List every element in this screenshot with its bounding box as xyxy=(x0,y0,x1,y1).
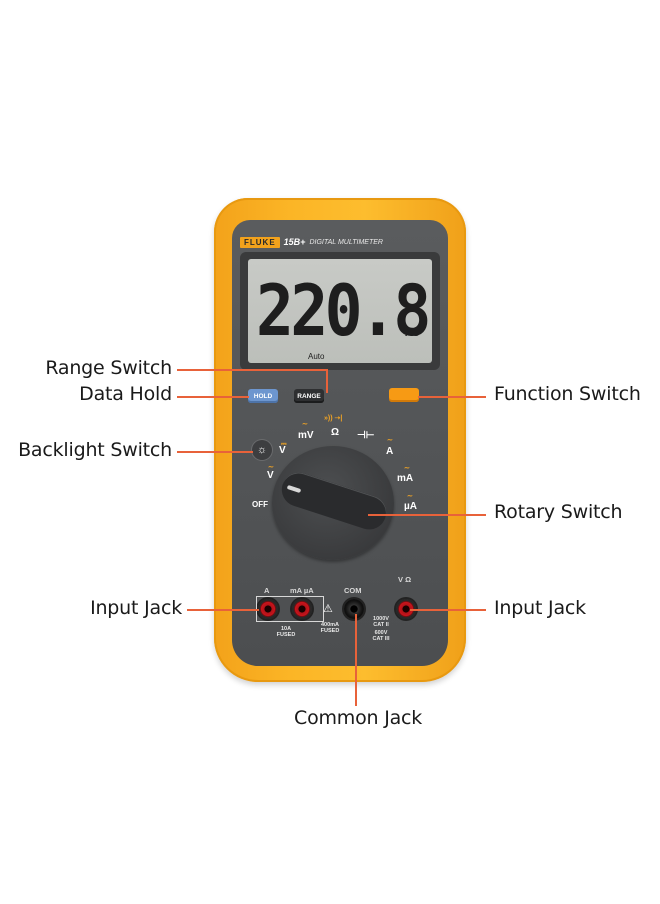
input-jack-right-leader xyxy=(410,609,486,611)
continuity-diode-icon: »)) ➝| xyxy=(324,415,343,422)
backlight-switch-leader xyxy=(177,451,253,453)
range-switch-leader xyxy=(177,369,327,371)
dial-label-v-ac: V xyxy=(267,470,274,481)
dial-label-ma: mA xyxy=(397,473,414,484)
input-jack-a[interactable] xyxy=(258,599,278,619)
input-jack-v[interactable] xyxy=(396,599,416,619)
input-jack-left-leader xyxy=(187,609,259,611)
range-switch-callout: Range Switch xyxy=(45,357,172,379)
fuse-label-10a: 10A FUSED xyxy=(276,626,296,638)
rotary-switch-leader xyxy=(368,514,486,516)
ac-symbol-icon: ∼ xyxy=(268,464,274,471)
range-button[interactable]: RANGE xyxy=(294,389,324,403)
dial-label-cap: ⊣⊢ xyxy=(357,430,375,441)
dial-label-ohm: Ω xyxy=(331,427,340,438)
data-hold-leader xyxy=(177,396,249,398)
backlight-switch-callout: Backlight Switch xyxy=(18,439,172,461)
jack-label-a: A xyxy=(264,586,270,595)
input-jack-left-callout: Input Jack xyxy=(90,597,182,619)
rating-label-600v: 600V CAT III xyxy=(372,630,390,642)
dc-symbol-icon: ⎓ xyxy=(281,441,287,448)
dial-label-v-dc: V xyxy=(279,445,286,456)
jack-label-v: V Ω xyxy=(398,575,412,584)
lcd-reading: 220.8 xyxy=(256,270,431,352)
amp-ac-symbol-icon: ∼ xyxy=(387,437,393,444)
ac-dc-symbol-icon: ∼ xyxy=(302,421,308,428)
function-button[interactable] xyxy=(389,388,419,402)
function-switch-leader xyxy=(418,396,486,398)
data-hold-callout: Data Hold xyxy=(79,383,172,405)
lcd-display xyxy=(248,259,432,363)
jack-label-com: COM xyxy=(344,586,362,595)
range-switch-leader-drop xyxy=(326,369,328,393)
brand-bar: FLUKE 15B+ DIGITAL MULTIMETER xyxy=(240,234,440,250)
dial-label-off: OFF xyxy=(252,500,268,509)
model-description: DIGITAL MULTIMETER xyxy=(309,238,383,246)
lcd-auto-indicator: Auto xyxy=(308,352,325,361)
lcd-unit-v: V xyxy=(410,304,417,315)
dial-label-ua: µA xyxy=(404,501,417,512)
common-jack-callout: Common Jack xyxy=(294,707,423,729)
ua-ac-symbol-icon: ∼ xyxy=(407,493,413,500)
dial-label-mv: mV xyxy=(298,430,314,441)
common-jack-leader xyxy=(355,614,357,706)
rating-label-1000v: 1000V CAT II xyxy=(373,616,389,628)
fuse-label-400ma: 400mA FUSED xyxy=(320,622,340,634)
brand-logo: FLUKE xyxy=(240,236,280,248)
ma-ac-symbol-icon: ∼ xyxy=(404,465,410,472)
function-switch-callout: Function Switch xyxy=(494,383,641,405)
jack-label-ma: mA µA xyxy=(290,586,314,595)
backlight-button[interactable]: ☼ xyxy=(252,440,272,460)
model-number: 15B+ xyxy=(283,237,306,247)
warning-icon: ⚠ xyxy=(323,603,333,615)
common-jack[interactable] xyxy=(344,599,364,619)
hold-button[interactable]: HOLD xyxy=(248,389,278,403)
input-jack-right-callout: Input Jack xyxy=(494,597,586,619)
rotary-switch-callout: Rotary Switch xyxy=(494,501,623,523)
lcd-unit-ac: AC xyxy=(405,328,420,339)
sun-icon: ☼ xyxy=(256,444,268,456)
dial-label-amp: A xyxy=(386,446,394,457)
input-jack-ma[interactable] xyxy=(292,599,312,619)
fuse-bracket xyxy=(256,596,324,622)
